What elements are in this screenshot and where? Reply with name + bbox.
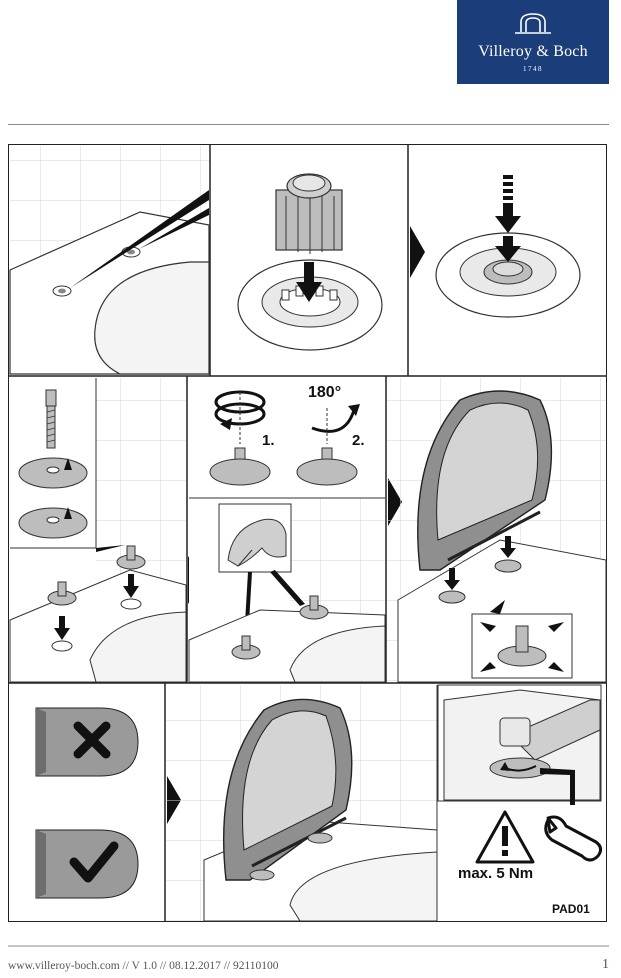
page-number: 1	[602, 957, 609, 972]
warning-icon	[475, 810, 535, 864]
panel-seat-adjust	[387, 378, 607, 683]
panel-insert-nut	[237, 173, 383, 351]
brand-name: Villeroy & Boch	[478, 43, 588, 60]
rotate-step-1-label: 1.	[262, 432, 275, 449]
footer-text: www.villeroy-boch.com // V 1.0 // 08.12.…	[8, 960, 279, 972]
panel-seat-holes	[9, 146, 210, 375]
cross-icon	[73, 721, 111, 759]
rotate-angle-label: 180°	[308, 384, 342, 401]
torque-label: max. 5 Nm	[458, 865, 534, 882]
panel-bolt-washers	[9, 378, 187, 683]
panel-wrong-right	[10, 685, 164, 921]
crown-logo-icon	[515, 13, 551, 34]
brand-logo: Villeroy & Boch 1748	[457, 0, 609, 84]
wrench-icon	[544, 815, 603, 862]
panel-tighten	[436, 684, 606, 921]
check-icon	[69, 841, 119, 883]
brand-year: 1748	[523, 65, 543, 73]
document-code: PAD01	[552, 902, 590, 916]
panel-nut-seated	[435, 175, 581, 318]
panel-rotate	[188, 378, 386, 683]
rotate-step-2-label: 2.	[352, 432, 365, 449]
header-rule	[8, 124, 609, 125]
panel-seat-lowered	[166, 685, 438, 922]
